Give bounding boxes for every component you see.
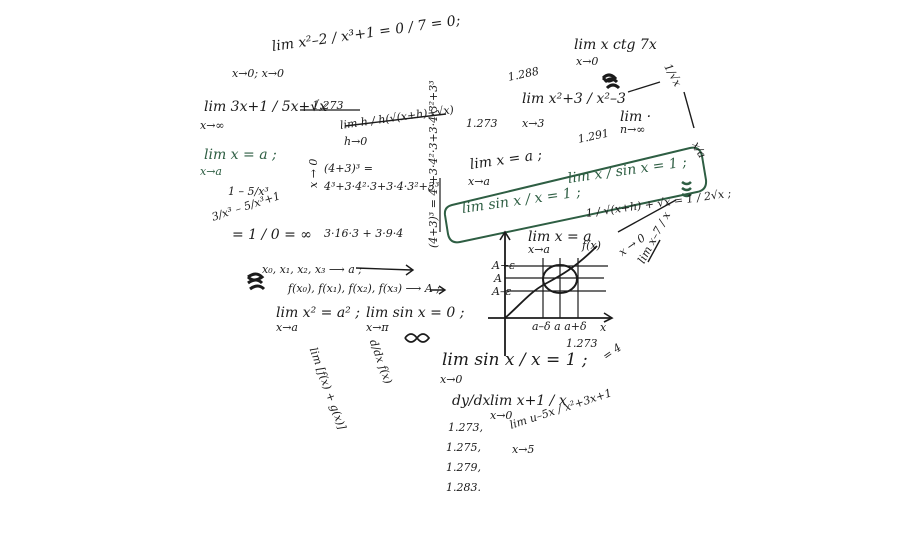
graph-label-a: A <box>494 272 502 285</box>
formula-f9: lim · <box>620 109 652 125</box>
formula-f24: f(x₀), f(x₁), f(x₂), f(x₃) ⟶ A ; <box>288 282 440 295</box>
formula-f32: lim x+1 / x <box>490 393 567 409</box>
formula-f6-sub: h→0 <box>344 135 368 148</box>
formula-f12: 1 – 5/x³ <box>228 185 269 198</box>
formula-f33: dy/dx <box>452 393 491 409</box>
formula-f10: lim x = a ; <box>204 147 277 163</box>
formula-f4: lim 3x+1 / 5x+√x <box>204 99 328 115</box>
formula-f29: x → 0 <box>307 158 320 188</box>
formula-f7-vertical: (4+3)³ = 4³+3·4²·3+3·4·3²+3³ <box>427 80 440 248</box>
annotation-box <box>443 146 708 244</box>
formula-f25: lim x² = a² ; <box>276 305 360 321</box>
graph-arrow-y <box>499 230 511 241</box>
rule-line-4 <box>627 81 661 93</box>
formula-f38-sub: x→5 <box>512 443 535 456</box>
scribble-2 <box>246 272 266 291</box>
arrow-line-2 <box>430 285 447 295</box>
formula-f7: 1.273 <box>466 117 498 130</box>
formula-f23: x₀, x₁, x₂, x₃ ⟶ a ; <box>262 263 362 276</box>
graph-curve <box>504 245 598 319</box>
formula-f25-sub: x→a <box>276 321 298 334</box>
arrow-line-1 <box>355 264 415 276</box>
formula-f8: lim x²+3 / x²–3 <box>522 91 626 107</box>
formula-f1-sub: x→0; x→0 <box>232 67 285 80</box>
scribble-1 <box>601 73 621 90</box>
formula-f11: (4+3)³ = 4³+3·4²·3+3·4·3²+3³ <box>324 162 440 193</box>
formula-f32-sub: x→0 <box>490 409 513 422</box>
formula-f4-sub: x→∞ <box>200 119 225 132</box>
formula-f27: 1.273 <box>566 337 598 350</box>
formula-f15: 3·16·3 + 3·9·4 <box>324 227 404 240</box>
formula-f9-sub: n→∞ <box>620 123 646 136</box>
formula-f26: lim sin x = 0 ; <box>366 305 465 321</box>
rule-line-1 <box>344 113 447 127</box>
formula-f34: 1.273, <box>448 421 483 434</box>
formula-f26-sub: x→π <box>366 321 389 334</box>
formula-f10-sub: x→a <box>200 165 222 178</box>
infinity-mark <box>404 333 431 343</box>
graph-label-a-minus-eps: A–ε <box>492 285 512 298</box>
formula-f22: f(x) <box>582 239 601 252</box>
formula-f8-sub: x→3 <box>522 117 545 130</box>
graph-arrow-x <box>603 312 614 323</box>
graph-circle <box>542 264 578 294</box>
formula-f2-sub: x→0 <box>576 55 599 68</box>
formula-f21: lim x = a <box>528 229 592 245</box>
formula-f14: = 1 / 0 = ∞ <box>232 227 312 243</box>
formula-f28-sub: x→0 <box>440 373 463 386</box>
formula-f36: 1.279, <box>446 461 481 474</box>
formula-f2: lim x ctg 7x <box>574 37 657 53</box>
formula-f16-sub: x→a <box>468 175 490 188</box>
slash-line-1 <box>683 91 695 129</box>
formula-f21-sub: x→a <box>528 243 550 256</box>
formula-f37: 1.283. <box>446 481 481 494</box>
slash-line-2 <box>647 239 661 263</box>
rule-line-3 <box>617 199 677 233</box>
graph-label-delta: a–δ a a+δ <box>532 320 587 333</box>
formula-f5: 1.273 <box>312 99 344 112</box>
scribble-3 <box>681 180 692 198</box>
formula-f28: lim sin x / x = 1 ; <box>442 350 588 370</box>
formula-f35: 1.275, <box>446 441 481 454</box>
graph-label-a-plus-eps: A+ε <box>492 259 516 272</box>
graph-label-x: x <box>600 321 607 334</box>
